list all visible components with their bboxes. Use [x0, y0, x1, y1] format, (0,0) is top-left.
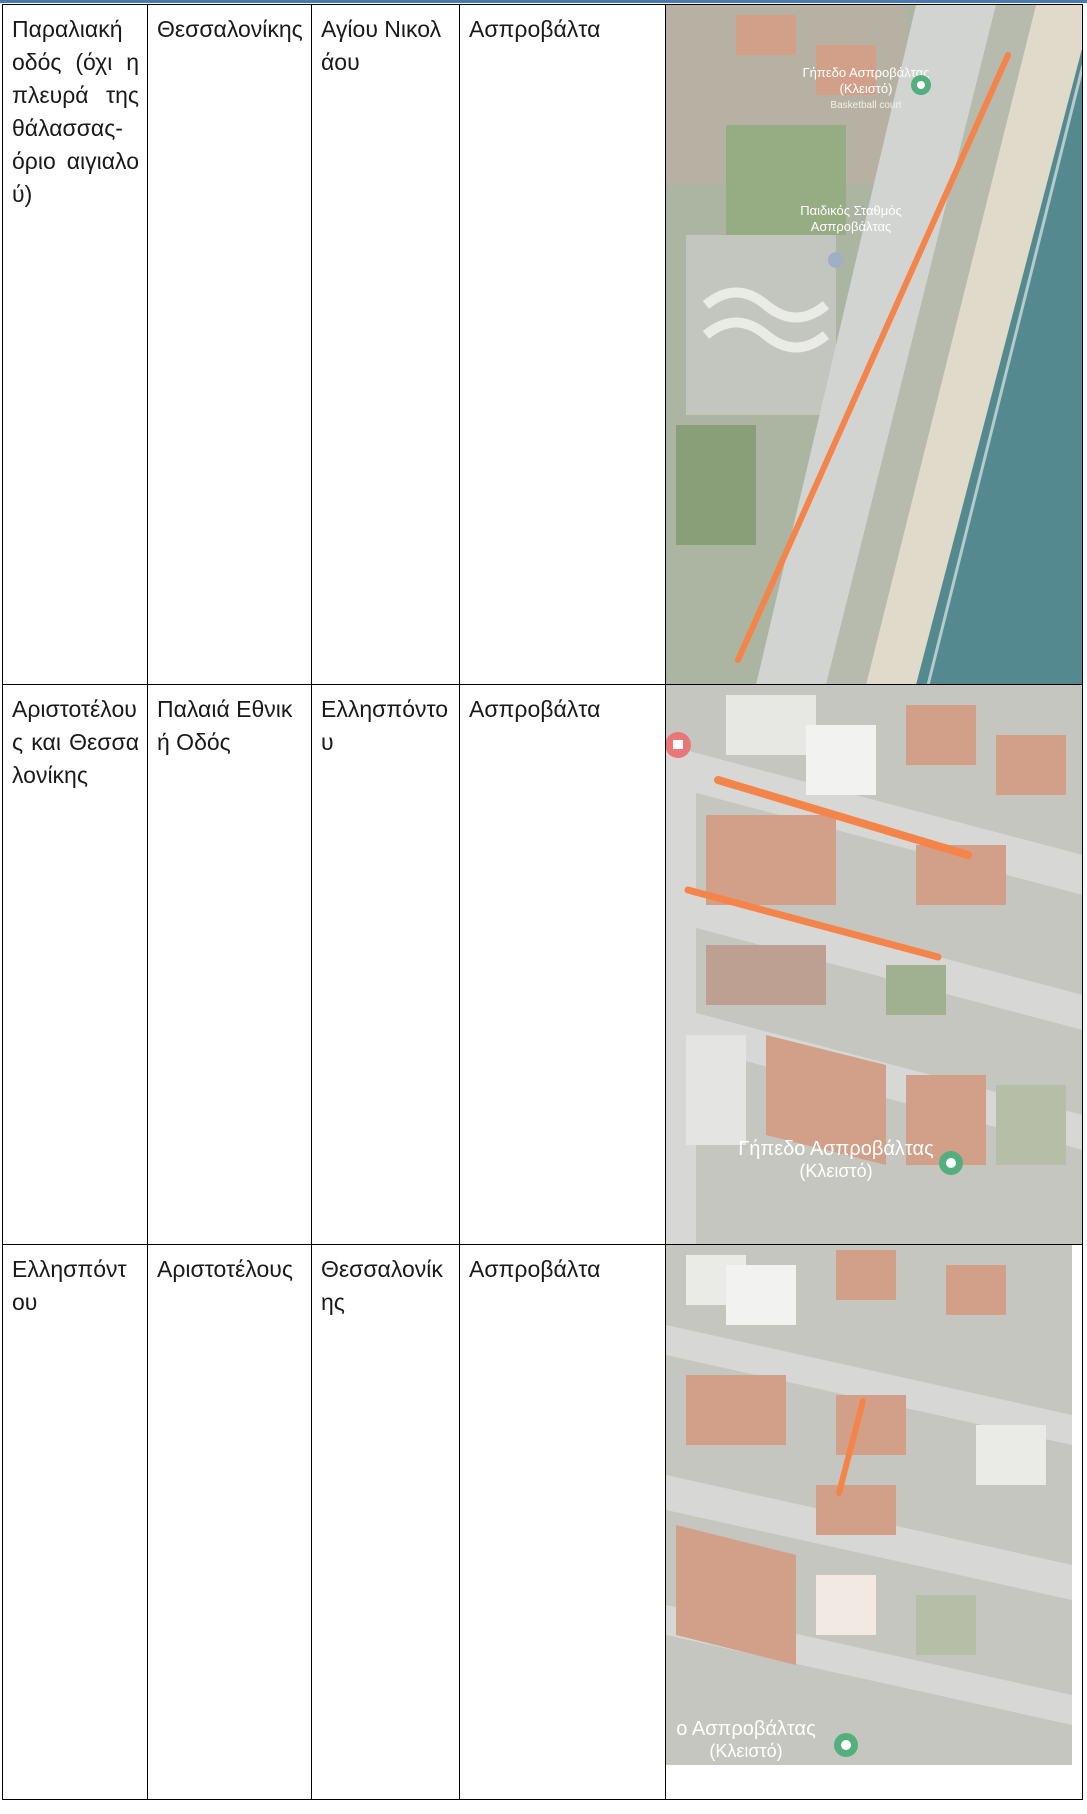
roof [836, 1395, 906, 1455]
route-line [735, 52, 1011, 663]
from-cell: Παλαιά Εθνική Οδός [147, 684, 312, 1245]
poi-label: Γήπεδο Ασπροβάλτας [738, 1138, 934, 1160]
poi-label: Παιδικός Σταθμός [800, 203, 901, 218]
map-cell: Γήπεδο Ασπροβάλτας (Κλειστό) [665, 684, 1083, 1245]
table-row: Αριστοτέλους και Θεσσαλονίκης Παλαιά Εθν… [2, 684, 1083, 1245]
satellite-map-town-streets: Γήπεδο Ασπροβάλτας (Κλειστό) [666, 685, 1082, 1244]
poi-sublabel: (Κλειστό) [709, 1741, 782, 1761]
satellite-map-beach-road: Γήπεδο Ασπροβάλτας (Κλειστό) Basketball … [666, 5, 1082, 684]
roof [816, 1485, 896, 1535]
street-cell: Αριστοτέλους και Θεσσαλονίκης [2, 684, 148, 1245]
roof [946, 1265, 1006, 1315]
tree-area [996, 1085, 1066, 1165]
route-line [836, 1398, 866, 1496]
poi-label: ο Ασπροβάλτας [676, 1718, 816, 1740]
poi-sublabel: (Κλειστό) [799, 1161, 872, 1181]
pin-glyph [673, 740, 683, 749]
track-path [702, 317, 830, 353]
roof [766, 1035, 886, 1165]
map-cell: Γήπεδο Ασπροβάλτας (Κλειστό) Basketball … [665, 4, 1083, 685]
map-wash [666, 1245, 1072, 1765]
track-path [702, 287, 830, 323]
street-cell: Ελλησπόντου [2, 1244, 148, 1800]
building [726, 695, 816, 755]
tree-line [826, 5, 1036, 684]
street-cell: Παραλιακή οδός (όχι η πλευρά της θάλασσα… [2, 4, 148, 685]
roof [906, 705, 976, 765]
top-rule [0, 0, 1087, 3]
roof [736, 15, 796, 55]
map-wash [666, 5, 1082, 684]
area-cell: Ασπροβάλτα [459, 4, 666, 685]
tree-area [886, 965, 946, 1015]
roof [686, 1375, 786, 1445]
area-cell: Ασπροβάλτα [459, 1244, 666, 1800]
building [686, 1035, 746, 1145]
to-cell: Αγίου Νικολάου [311, 4, 460, 685]
building [816, 1575, 876, 1635]
from-cell: Θεσσαλονίκης [147, 4, 312, 685]
road [666, 1475, 1072, 1600]
beach-sand [866, 5, 1082, 684]
poi-sublabel: (Κλειστό) [840, 81, 893, 96]
streets-table: Παραλιακή οδός (όχι η πλευρά της θάλασσα… [2, 4, 1083, 1800]
parking-area [686, 235, 836, 415]
map-pin-dot [841, 1740, 851, 1750]
roof [676, 1525, 796, 1665]
map-wash [666, 685, 1082, 1244]
surf-line [926, 64, 1082, 684]
poi-label: Γήπεδο Ασπροβάλτας [802, 65, 929, 80]
to-cell: Θεσσαλονίκης [311, 1244, 460, 1800]
poi-sublabel: Ασπροβάλτας [811, 219, 892, 234]
roof [906, 1075, 986, 1165]
poi-type: Basketball court [830, 100, 901, 111]
route-line [684, 886, 942, 961]
map-pin-dot [917, 81, 925, 89]
to-cell: Ελλησπόντου [311, 684, 460, 1245]
table-row: Ελλησπόντου Αριστοτέλους Θεσσαλονίκης Ασ… [2, 1244, 1083, 1800]
table-row: Παραλιακή οδός (όχι η πλευρά της θάλασσα… [2, 4, 1083, 685]
route-line [714, 776, 972, 859]
map-cell: ο Ασπροβάλτας (Κλειστό) [665, 1244, 1083, 1800]
roof [996, 735, 1066, 795]
satellite-map-side-street: ο Ασπροβάλτας (Κλειστό) [666, 1245, 1082, 1799]
map-pin-dot [946, 1158, 956, 1168]
from-cell: Αριστοτέλους [147, 1244, 312, 1800]
road [666, 885, 1082, 1030]
area-cell: Ασπροβάλτα [459, 684, 666, 1245]
tree-area [916, 1595, 976, 1655]
tree-area [676, 425, 756, 545]
building [806, 725, 876, 795]
roof [816, 45, 876, 95]
sports-field [726, 125, 846, 235]
roof [706, 815, 836, 905]
building [976, 1425, 1046, 1485]
road [666, 765, 696, 1244]
roof [836, 1250, 896, 1300]
road [666, 1325, 1072, 1445]
school-pin-icon [828, 252, 844, 268]
roof [706, 945, 826, 1005]
building [726, 1265, 796, 1325]
